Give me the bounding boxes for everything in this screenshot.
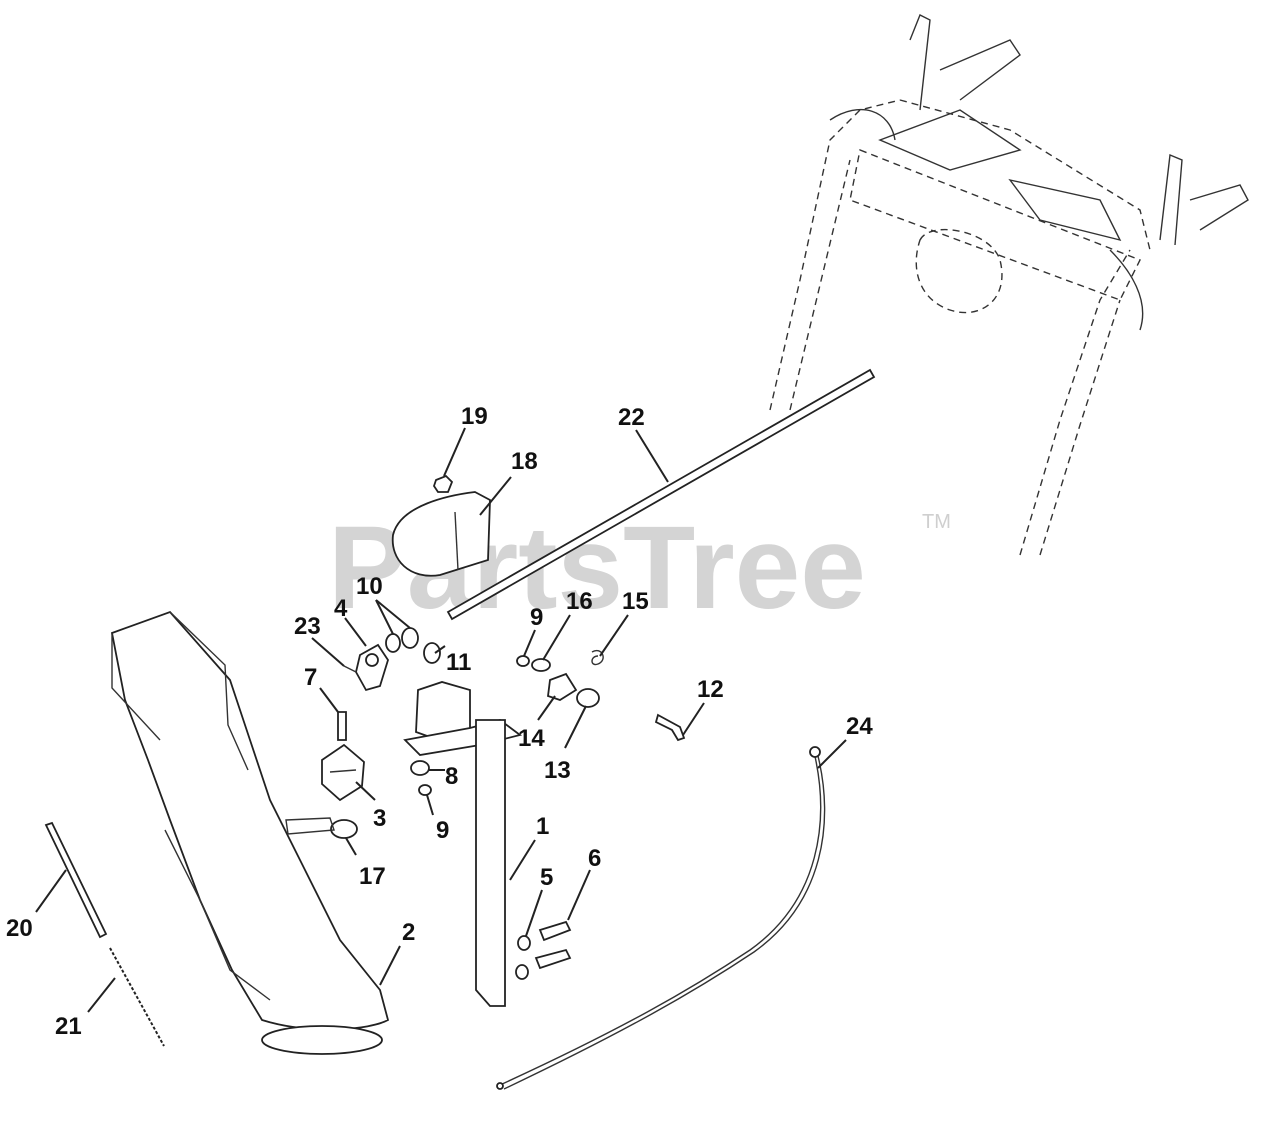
label-13: 13 bbox=[544, 757, 571, 784]
label-8: 8 bbox=[445, 763, 458, 790]
part-5-nuts bbox=[515, 935, 531, 980]
callout-labels: 19 18 22 10 4 23 11 9 16 15 7 12 14 13 8… bbox=[6, 403, 873, 1040]
part-24-cable bbox=[496, 746, 826, 1090]
label-18: 18 bbox=[511, 448, 538, 475]
part-17-washer bbox=[330, 819, 358, 839]
label-4: 4 bbox=[334, 595, 348, 622]
label-24: 24 bbox=[846, 713, 873, 740]
part-8-nut bbox=[410, 760, 430, 776]
part-3-bevel-gear bbox=[321, 743, 365, 802]
label-20: 20 bbox=[6, 915, 33, 942]
part-12-pin bbox=[654, 713, 686, 742]
label-16: 16 bbox=[566, 588, 593, 615]
part-1-bracket bbox=[403, 681, 523, 1007]
handle-assembly bbox=[769, 14, 1249, 556]
part-18-cover bbox=[391, 491, 491, 577]
part-9-nut-lower bbox=[418, 784, 432, 796]
label-12: 12 bbox=[697, 676, 724, 703]
label-7: 7 bbox=[304, 664, 317, 691]
part-19-nut bbox=[433, 474, 454, 493]
part-22-rod bbox=[446, 368, 876, 621]
part-4-gear bbox=[355, 643, 389, 692]
watermark-tm: TM bbox=[922, 511, 951, 533]
part-23-pin bbox=[343, 665, 357, 673]
label-21: 21 bbox=[55, 1013, 82, 1040]
part-7-bolt bbox=[337, 711, 347, 741]
part-13-knob bbox=[576, 688, 600, 708]
label-1: 1 bbox=[536, 813, 549, 840]
label-6: 6 bbox=[588, 845, 601, 872]
label-15: 15 bbox=[622, 588, 649, 615]
leader-lines bbox=[35, 427, 847, 1013]
part-9-nut-upper bbox=[516, 655, 530, 667]
label-11: 11 bbox=[446, 649, 471, 676]
part-6-bolts bbox=[534, 920, 572, 970]
label-2: 2 bbox=[402, 919, 415, 946]
label-17: 17 bbox=[359, 863, 386, 890]
label-14: 14 bbox=[518, 725, 545, 752]
label-5: 5 bbox=[540, 864, 553, 891]
part-21-spring bbox=[109, 947, 165, 1047]
label-22: 22 bbox=[618, 404, 645, 431]
label-23: 23 bbox=[294, 613, 321, 640]
part-14-bracket bbox=[547, 672, 578, 701]
part-16-washer bbox=[531, 658, 551, 672]
label-9-lower: 9 bbox=[436, 817, 449, 844]
label-9-upper: 9 bbox=[530, 604, 543, 631]
part-15-clip bbox=[591, 649, 604, 666]
part-11-washer bbox=[423, 642, 441, 664]
label-19: 19 bbox=[461, 403, 488, 430]
part-20-rod bbox=[44, 821, 108, 939]
label-3: 3 bbox=[373, 805, 386, 832]
part-2-chute bbox=[110, 610, 390, 1055]
label-10: 10 bbox=[356, 573, 383, 600]
